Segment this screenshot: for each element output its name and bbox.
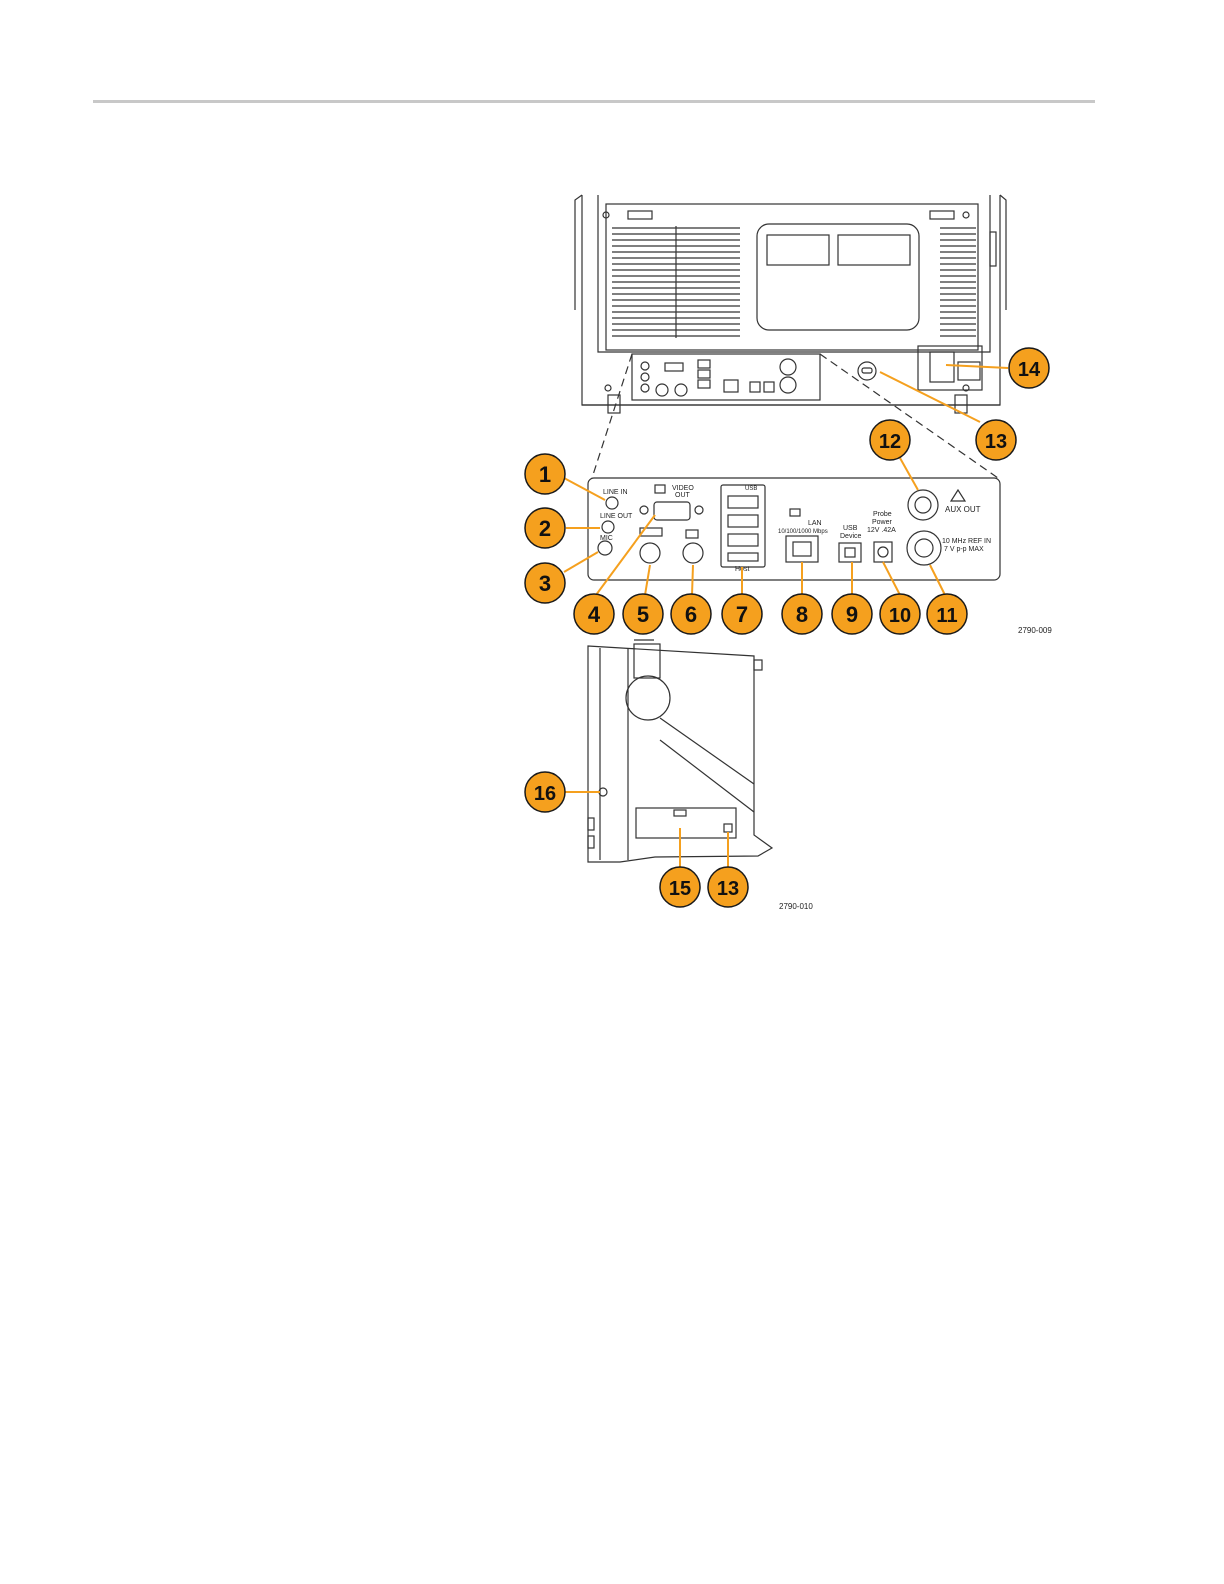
label-video-out: OUT <box>675 492 691 499</box>
callout-13-side-label: 13 <box>717 878 739 900</box>
callout-10-label: 10 <box>889 605 911 627</box>
video-out-port <box>654 502 690 520</box>
callout-6-label: 6 <box>685 602 697 627</box>
label-line-in: LINE IN <box>603 489 628 496</box>
callout-13-rear-label: 13 <box>985 431 1007 453</box>
callout-5-label: 5 <box>637 602 649 627</box>
label-usb-device-1: USB <box>843 525 858 532</box>
callout-16-label: 16 <box>534 783 556 805</box>
usb-host-port-4 <box>728 553 758 561</box>
callout-11-label: 11 <box>936 605 957 627</box>
mini-io-panel <box>632 354 820 400</box>
usb-device-port <box>839 543 861 562</box>
line-out-jack <box>602 521 614 533</box>
line-in-jack <box>606 497 618 509</box>
keyboard-port <box>640 543 660 563</box>
ref-in-bnc <box>907 531 941 565</box>
label-probe: Probe <box>873 511 892 518</box>
callout-3-label: 3 <box>539 571 551 596</box>
aux-out-bnc <box>908 490 938 520</box>
callout-9-label: 9 <box>846 602 858 627</box>
right-vent <box>940 228 976 336</box>
mouse-port <box>683 543 703 563</box>
label-power: Power <box>872 519 893 526</box>
mic-jack <box>598 541 612 555</box>
callout-15-label: 15 <box>669 878 691 900</box>
zoom-lines <box>592 354 998 478</box>
label-probe-rating: 12V .42A <box>867 527 896 534</box>
label-usb: USB <box>745 486 757 492</box>
lan-port <box>786 536 818 562</box>
callout-4-label: 4 <box>588 602 601 627</box>
label-plate <box>757 224 919 330</box>
label-aux-out: AUX OUT <box>945 505 981 514</box>
label-lan-speed: 10/100/1000 Mbps <box>778 529 828 535</box>
label-video: VIDEO <box>672 485 694 492</box>
probe-power-port <box>874 542 892 562</box>
label-ref-in: 10 MHz REF IN <box>942 538 991 545</box>
callout-14-label: 14 <box>1018 359 1041 381</box>
callout-1-label: 1 <box>539 462 551 487</box>
label-lan: LAN <box>808 520 822 527</box>
callout-2-label: 2 <box>539 516 551 541</box>
left-vent <box>612 226 740 338</box>
label-line-out: LINE OUT <box>600 513 633 520</box>
callout-12-label: 12 <box>879 431 901 453</box>
callout-7-label: 7 <box>736 602 748 627</box>
usb-host-port-1 <box>728 496 758 508</box>
label-mic: MIC <box>600 535 613 542</box>
figure-id-rear: 2790-009 <box>1018 626 1052 635</box>
lock-slot <box>858 362 876 380</box>
label-usb-device-2: Device <box>840 533 862 540</box>
label-ref-max: 7 V p-p MAX <box>944 546 984 553</box>
usb-host-port-3 <box>728 534 758 546</box>
callout-8-label: 8 <box>796 602 808 627</box>
figure-id-side: 2790-010 <box>779 902 813 911</box>
usb-host-port-2 <box>728 515 758 527</box>
